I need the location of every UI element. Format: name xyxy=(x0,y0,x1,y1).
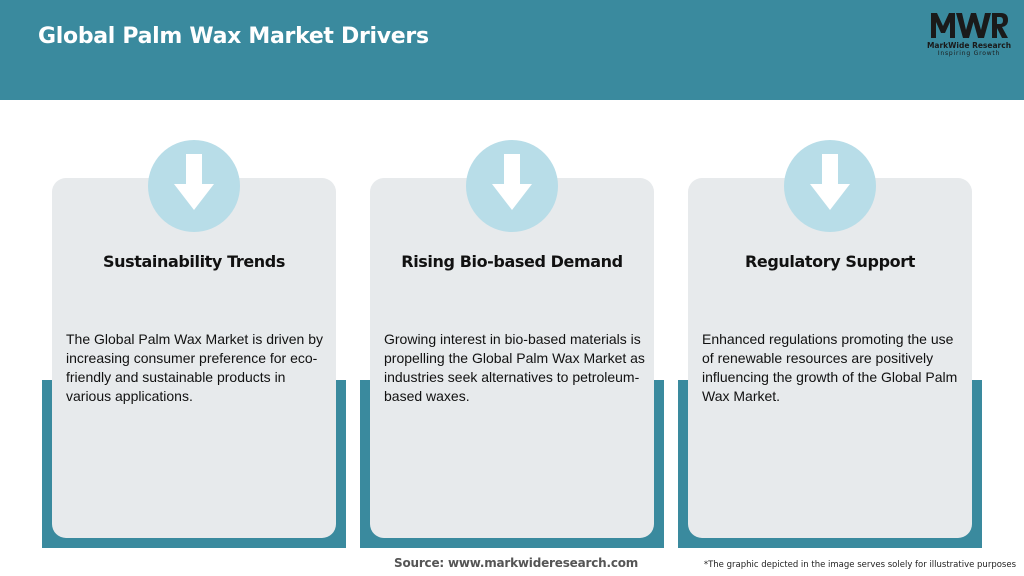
card-description: The Global Palm Wax Market is driven by … xyxy=(66,331,324,404)
header-banner: Global Palm Wax Market Drivers MarkWide … xyxy=(0,0,1024,100)
icon-circle xyxy=(148,140,240,232)
logo-tagline: Inspiring Growth xyxy=(937,50,1001,57)
logo: MarkWide Research Inspiring Growth xyxy=(922,10,1016,60)
driver-card-bio-based: Rising Bio-based Demand Growing interest… xyxy=(360,140,664,548)
card-title: Regulatory Support xyxy=(745,252,915,271)
down-arrow-icon xyxy=(492,154,532,210)
icon-circle xyxy=(466,140,558,232)
card-description: Growing interest in bio-based materials … xyxy=(384,331,645,404)
card-description: Enhanced regulations promoting the use o… xyxy=(702,331,958,404)
card-panel xyxy=(688,178,972,538)
driver-card-regulatory: Regulatory Support Enhanced regulations … xyxy=(678,140,982,548)
card-title: Sustainability Trends xyxy=(103,252,285,271)
page-title: Global Palm Wax Market Drivers xyxy=(38,24,429,49)
card-panel xyxy=(370,178,654,538)
disclaimer-note: *The graphic depicted in the image serve… xyxy=(703,560,1016,570)
icon-circle xyxy=(784,140,876,232)
logo-name: MarkWide Research xyxy=(926,41,1012,50)
down-arrow-icon xyxy=(174,154,214,210)
source-credit: Source: www.markwideresearch.com xyxy=(394,556,639,570)
mwr-logo-icon xyxy=(931,13,1008,38)
card-panel xyxy=(52,178,336,538)
driver-card-sustainability: Sustainability Trends The Global Palm Wa… xyxy=(42,140,346,548)
card-title: Rising Bio-based Demand xyxy=(401,252,623,271)
down-arrow-icon xyxy=(810,154,850,210)
